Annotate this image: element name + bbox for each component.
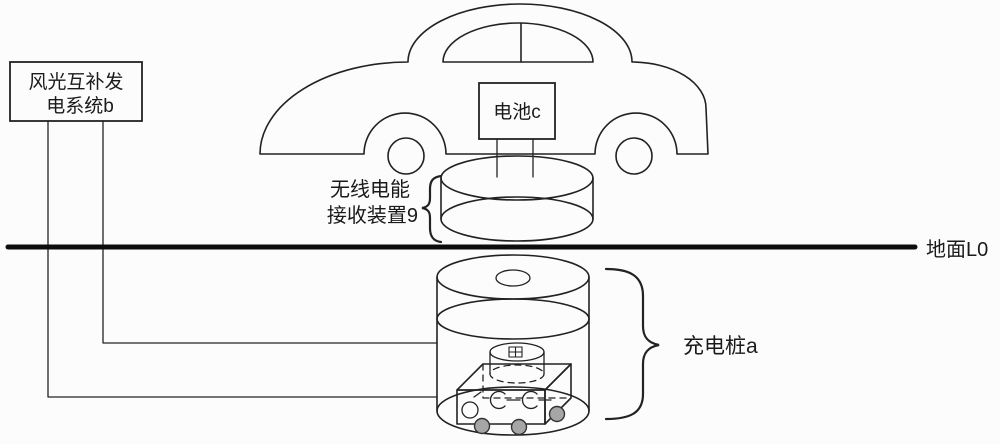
connector-dots — [473, 405, 566, 436]
pile-label: 充电桩a — [683, 335, 758, 358]
battery-label: 电池c — [493, 101, 541, 123]
power-system-label-line1: 风光互补发 — [28, 71, 123, 93]
car-body — [259, 3, 709, 155]
receiver-label-line1: 无线电能 — [330, 178, 410, 201]
pile-top-hole — [495, 269, 531, 287]
front-wheel — [387, 137, 425, 175]
front-panel-symbols — [461, 390, 552, 419]
rear-wheel — [615, 137, 653, 175]
pile-callout: 充电桩a — [604, 267, 758, 421]
receiver-callout: 无线电能 接收装置9 — [327, 174, 443, 244]
ground: 地面L0 — [5, 238, 988, 261]
receiver-label-line2: 接收装置9 — [327, 204, 418, 227]
coil-top-ellipse — [489, 342, 545, 362]
power-system-label-line2: 电系统b — [46, 95, 114, 117]
cuboid-hidden-edges — [482, 363, 572, 399]
cuboid-front-face — [456, 389, 546, 425]
receiver-top-ellipse — [440, 155, 594, 201]
ground-label: 地面L0 — [926, 238, 988, 261]
pile-top-ellipse — [436, 254, 590, 300]
wire-inner — [102, 120, 438, 344]
cuboid-right-face — [544, 363, 572, 425]
receiver-bottom-ellipse — [440, 196, 594, 242]
charging-pile — [436, 254, 590, 436]
inner-coil — [489, 342, 545, 384]
pile-mid-ellipse — [436, 298, 590, 340]
car-outline — [259, 3, 709, 175]
receiver-brace — [421, 174, 443, 244]
cuboid-top-face — [456, 363, 572, 391]
pile-brace — [604, 267, 660, 421]
pile-bottom-ellipse — [436, 386, 590, 436]
dot-3 — [548, 405, 566, 423]
power-system: 风光互补发 电系统b — [9, 61, 143, 122]
power-wires — [47, 120, 438, 398]
coil-top-glyph — [508, 346, 523, 358]
dot-2 — [510, 418, 528, 436]
battery-box — [478, 82, 556, 140]
dot-1 — [473, 417, 491, 435]
wire-outer — [47, 120, 438, 398]
coil-bottom-ellipse — [489, 364, 545, 384]
electronics-box — [456, 363, 572, 436]
car-window — [442, 22, 594, 63]
power-system-box — [9, 61, 143, 122]
receiver-disc — [440, 155, 594, 242]
battery-unit: 电池c — [478, 82, 556, 178]
